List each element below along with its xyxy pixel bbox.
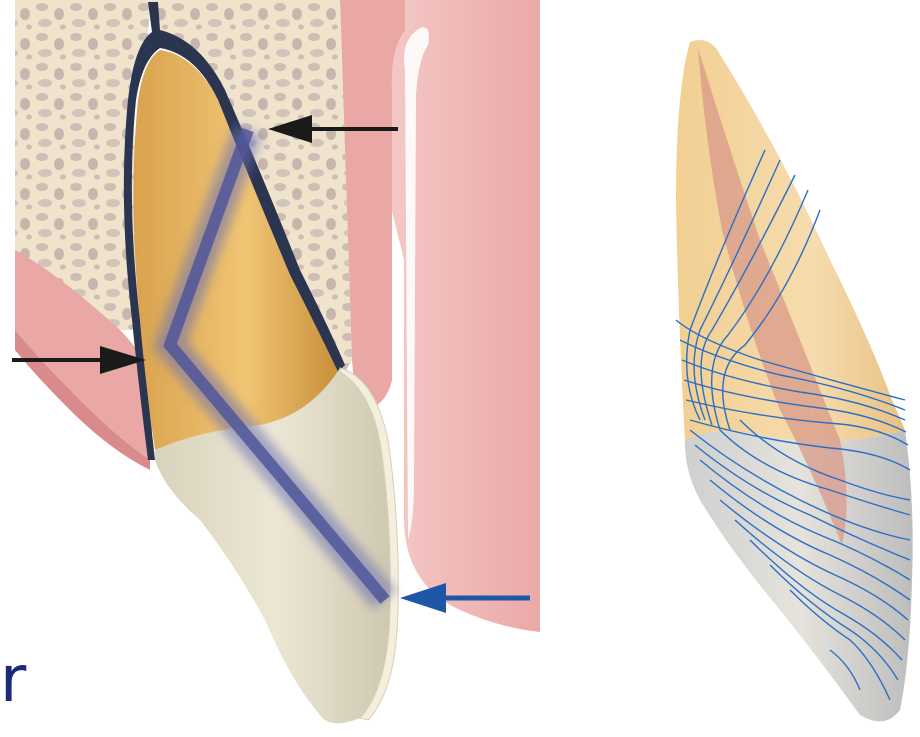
right-panel xyxy=(676,40,913,721)
fragment-text: r xyxy=(0,648,26,712)
left-panel xyxy=(12,0,540,723)
